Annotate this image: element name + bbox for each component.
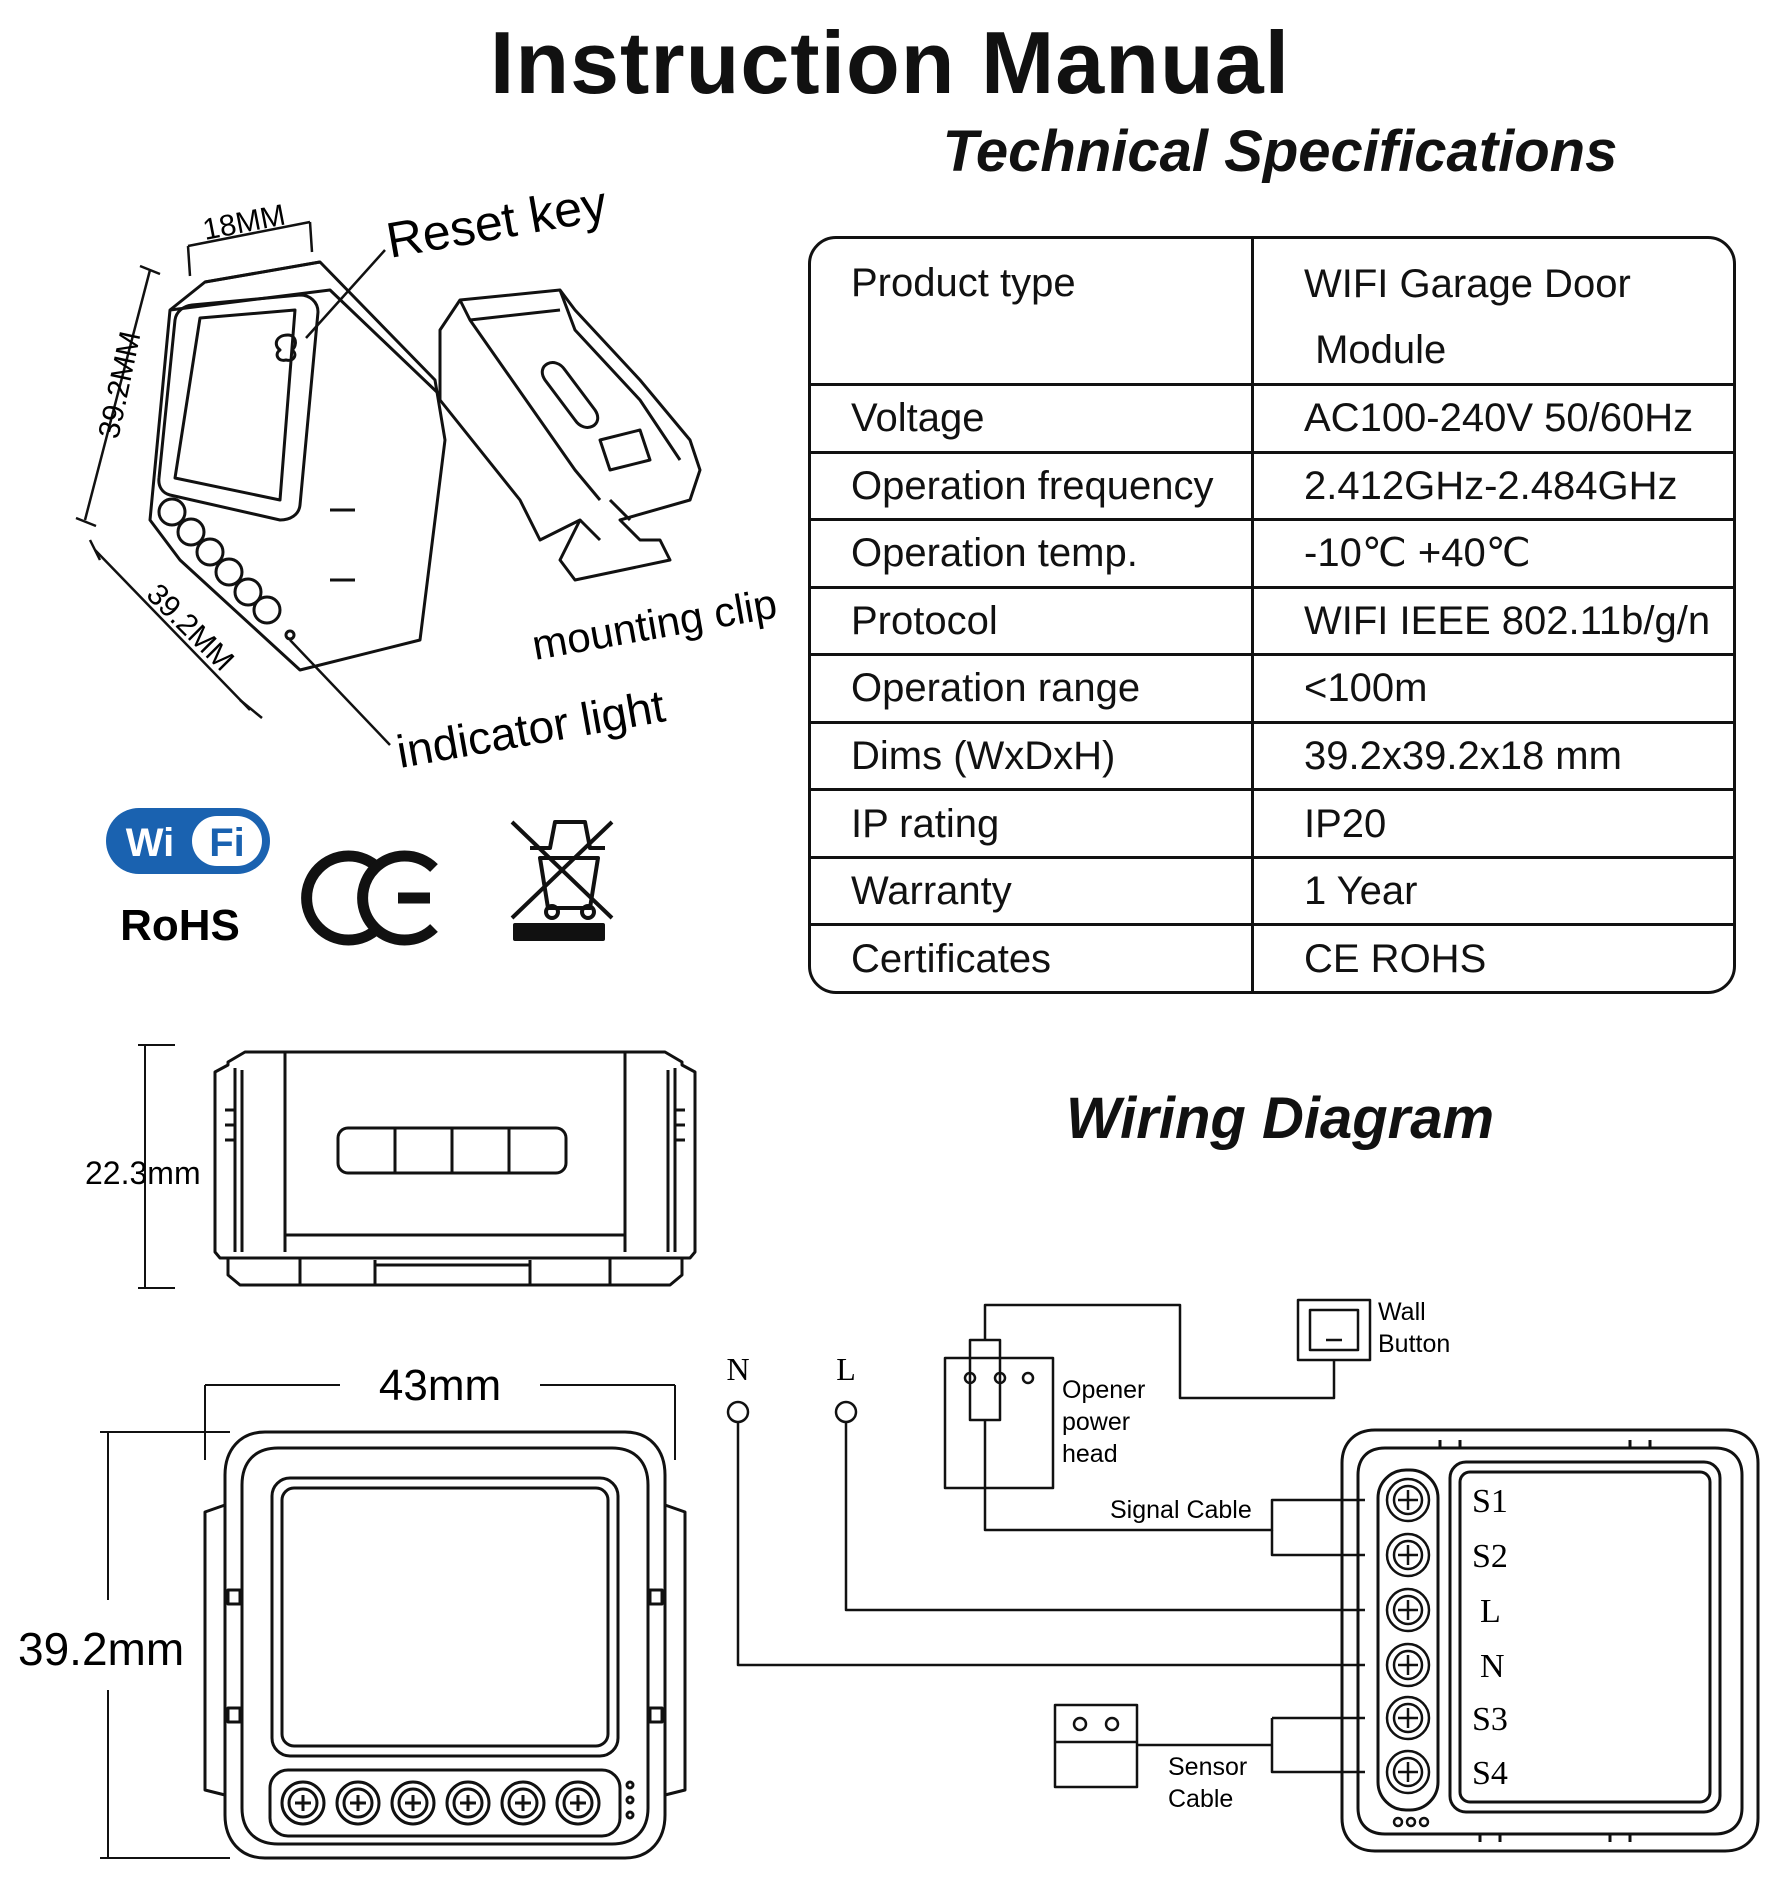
- wifi-logo: Wi Fi: [106, 808, 270, 874]
- spec-title: Technical Specifications: [942, 119, 1618, 184]
- opener-label-2: power: [1062, 1408, 1130, 1436]
- sensor-box: [1053, 1703, 1139, 1789]
- reset-key-label: Reset key: [382, 175, 611, 269]
- side-height-label: 22.3mm: [85, 1155, 201, 1191]
- wiring-diagram: [726, 1298, 1760, 1853]
- spec-value: <100m: [1252, 654, 1733, 724]
- spec-key: Warranty: [811, 857, 1254, 927]
- wiring-title: Wiring Diagram: [1065, 1086, 1495, 1151]
- front-height-label: 39.2mm: [18, 1623, 184, 1675]
- terminal-label: S4: [1472, 1755, 1508, 1792]
- spec-value: IP20: [1252, 789, 1733, 859]
- spec-key: Operation range: [811, 654, 1254, 724]
- terminal-label: S2: [1472, 1538, 1508, 1575]
- front-width-label: 43mm: [379, 1361, 501, 1410]
- n-label: N: [726, 1351, 749, 1387]
- main-title: Instruction Manual: [489, 13, 1291, 112]
- spec-row: Product type WIFI Garage Door Module: [811, 239, 1733, 386]
- spec-key: Product type: [811, 239, 1254, 386]
- module-screw-terminals: [1385, 1477, 1431, 1795]
- spec-value: CE ROHS: [1304, 936, 1487, 981]
- ce-mark-icon: [301, 850, 438, 946]
- terminal-label: S1: [1472, 1483, 1508, 1520]
- iso-indicator-dot: [284, 629, 296, 641]
- sensor-label-1: Sensor: [1168, 1753, 1247, 1781]
- sensor-label-2: Cable: [1168, 1785, 1233, 1813]
- mounting-clip: [438, 288, 702, 582]
- iso-dimensions: [75, 220, 314, 719]
- spec-value: 2.412GHz-2.484GHz: [1252, 452, 1733, 522]
- spec-row: Operation range<100m: [811, 654, 1733, 724]
- spec-key: Voltage: [811, 384, 1254, 454]
- dim-bottom-label: 39.2MM: [140, 578, 240, 678]
- spec-key: Operation temp.: [811, 519, 1254, 589]
- l-terminal-circle: [834, 1400, 858, 1424]
- spec-value: WIFI IEEE 802.11b/g/n: [1252, 587, 1733, 657]
- dim-left-label: 39.2MM: [93, 329, 148, 442]
- wiring-module: [1340, 1428, 1760, 1853]
- spec-key: Dims (WxDxH): [811, 722, 1254, 792]
- wifi-text-left: Wi: [126, 821, 175, 865]
- mounting-clip-label: mounting clip: [528, 580, 780, 669]
- l-label: L: [836, 1351, 856, 1387]
- front-view: [100, 1384, 687, 1860]
- spec-value-line1: WIFI Garage Door: [1304, 262, 1631, 306]
- opener-label-3: head: [1062, 1440, 1118, 1468]
- spec-row: Certificates CE ROHS: [811, 924, 1733, 991]
- front-terminals: [280, 1780, 601, 1826]
- wall-label-2: Button: [1378, 1330, 1450, 1358]
- spec-key: Operation frequency: [811, 452, 1254, 522]
- terminal-label: S3: [1472, 1701, 1508, 1738]
- reset-key-icon: [274, 333, 297, 362]
- indicator-leader: [289, 639, 391, 746]
- terminal-label: N: [1480, 1648, 1505, 1685]
- dim-top-label: 18MM: [200, 199, 288, 247]
- n-terminal-circle: [726, 1400, 750, 1424]
- isometric-device: [75, 220, 702, 746]
- wall-label-1: Wall: [1378, 1298, 1426, 1326]
- spec-value: 1 Year: [1252, 857, 1733, 927]
- wifi-text-right: Fi: [209, 821, 245, 865]
- spec-key: Certificates: [811, 924, 1254, 991]
- terminal-label: L: [1480, 1593, 1501, 1630]
- spec-value-line2: Module: [1304, 328, 1447, 372]
- indicator-light-label: indicator light: [393, 680, 669, 778]
- spec-value: -10℃ +40℃: [1252, 519, 1733, 589]
- spec-row: Dims (WxDxH)39.2x39.2x18 mm: [811, 722, 1733, 792]
- spec-value: AC100-240V 50/60Hz: [1252, 384, 1733, 454]
- spec-key: Protocol: [811, 587, 1254, 657]
- spec-value: WIFI Garage Door Module: [1252, 239, 1733, 386]
- iso-terminals: [157, 497, 282, 625]
- signal-cable-label: Signal Cable: [1110, 1496, 1252, 1524]
- side-view: [138, 1044, 697, 1289]
- spec-value: 39.2x39.2x18 mm: [1252, 722, 1733, 792]
- weee-bin-icon: [510, 820, 614, 941]
- reset-leader: [305, 249, 386, 339]
- terminal-labels: S1 S2 L N S3 S4: [1472, 1483, 1508, 1792]
- spec-row: Operation temp.-10℃ +40℃: [811, 519, 1733, 589]
- spec-key: IP rating: [811, 789, 1254, 859]
- opener-label-1: Opener: [1062, 1376, 1145, 1404]
- spec-table: Product type WIFI Garage Door Module Vol…: [808, 236, 1736, 994]
- rohs-label: RoHS: [120, 901, 240, 950]
